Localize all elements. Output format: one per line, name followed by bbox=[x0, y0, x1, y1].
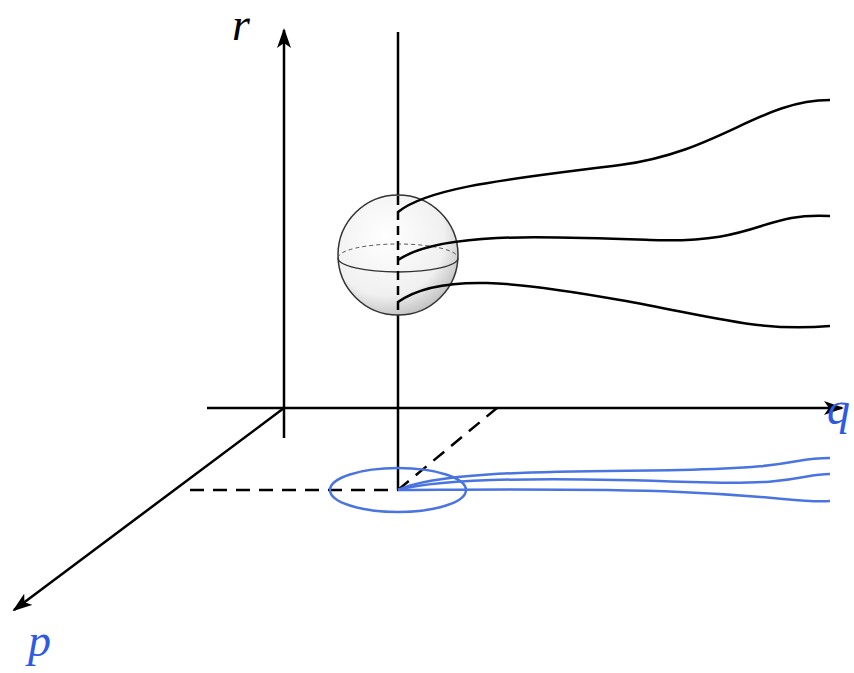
p-axis bbox=[14, 408, 284, 610]
vertical-line bbox=[397, 32, 400, 196]
vertical-line bbox=[397, 314, 400, 490]
r-axis bbox=[283, 30, 286, 438]
projected-trajectory bbox=[398, 458, 830, 490]
axis-label: p bbox=[28, 618, 51, 664]
hidden-line bbox=[397, 196, 400, 314]
projected-trajectory bbox=[398, 490, 830, 502]
trajectory bbox=[398, 100, 830, 212]
q-axis bbox=[207, 407, 842, 410]
trajectory bbox=[398, 216, 830, 260]
sphere bbox=[338, 195, 458, 315]
trajectory bbox=[398, 283, 830, 328]
axis-label: r bbox=[232, 2, 250, 48]
dashed-projection bbox=[190, 489, 398, 492]
projected-trajectory bbox=[398, 474, 830, 490]
axis-label: q bbox=[827, 386, 850, 432]
